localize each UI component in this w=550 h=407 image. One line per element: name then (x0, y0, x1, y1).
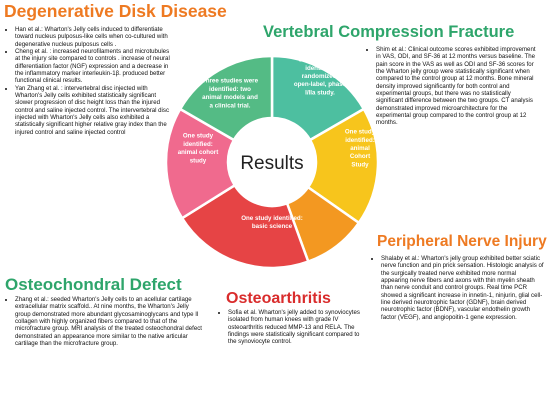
center-title: Results (240, 153, 303, 174)
vertebral-findings: Shim et al.: Clinical outcome scores exh… (367, 46, 539, 127)
segment-label-line: basic science (252, 223, 293, 230)
ring-segments (164, 54, 380, 270)
heading-osteoarthritis: Osteoarthritis (226, 290, 331, 307)
osteochondral-findings: Zhang et al.: seeded Wharton's Jelly cel… (6, 296, 206, 347)
segment-label-line: identified: (345, 137, 375, 144)
degenerative-bullet-yan-zhang: Yan Zhang et al. : intervertebral disc i… (15, 85, 171, 136)
segment-label-line: animal models and (202, 94, 258, 101)
degenerative-findings: Han et al.: Wharton's Jelly cells induce… (6, 26, 171, 136)
heading-vertebral-compression-fracture: Vertebral Compression Fracture (263, 23, 515, 41)
segment-label-line: identified: two (209, 86, 251, 93)
segment-label-line: I/IIa study. (305, 89, 335, 96)
segment-label-line: identified: (305, 65, 335, 72)
degenerative-bullet-han: Han et al.: Wharton's Jelly cells induce… (15, 26, 171, 48)
degenerative-bullet-cheng: Cheng et al. : increased neurofilaments … (15, 48, 171, 85)
segment-label-line: animal cohort (178, 149, 219, 156)
segment-label-line: One study identified: (241, 215, 303, 222)
segment-label-line: Three studies were (202, 78, 259, 85)
segment-label-line: randomized, (302, 73, 339, 80)
segment-label-line: One study (345, 129, 376, 136)
ring-center-hole (228, 118, 316, 206)
segment-label-line: a clinical trial. (210, 102, 251, 109)
segment-label-line: identified: (183, 141, 213, 148)
segment-label-line: animal (350, 145, 370, 152)
vertebral-bullet-shim: Shim et al.: Clinical outcome scores exh… (376, 46, 539, 127)
osteoarthritis-findings: Sofia et al. Wharton's jelly added to sy… (219, 309, 369, 346)
heading-peripheral-nerve-injury: Peripheral Nerve Injury (377, 233, 547, 250)
segment-label-line: One study (183, 133, 214, 140)
osteoarthritis-bullet-sofia: Sofia et al. Wharton's jelly added to sy… (228, 309, 369, 346)
segment-label-line: study (190, 157, 207, 164)
segment-label-bottom: One study identified:basic science (241, 215, 303, 230)
segment-label-line: open-label, phase (294, 81, 347, 88)
heading-degenerative-disk-disease: Degenerative Disk Disease (4, 1, 227, 21)
peripheral-findings: Shalaby et al.: Wharton's jelly group ex… (372, 255, 544, 321)
segment-label-line: Study (351, 161, 369, 168)
osteochondral-bullet-zhang: Zhang et al.: seeded Wharton's Jelly cel… (15, 296, 206, 347)
segment-label-line: Cohort (350, 153, 370, 160)
peripheral-bullet-shalaby: Shalaby et al.: Wharton's jelly group ex… (381, 255, 544, 321)
segment-label-line: One study was (298, 57, 342, 64)
heading-osteochondral-defect: Osteochondral Defect (5, 275, 182, 294)
